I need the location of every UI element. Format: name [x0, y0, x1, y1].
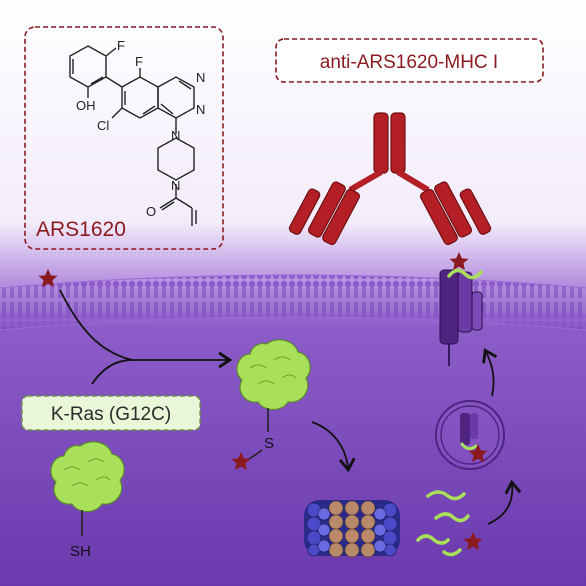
atom-oh: OH — [76, 98, 96, 113]
atom-n3: N — [171, 128, 180, 143]
mhc-class-i-complex — [439, 268, 483, 366]
membrane-inner-edge — [0, 316, 586, 331]
atom-n4: N — [171, 178, 180, 193]
thioether-label: S — [264, 435, 274, 452]
antibody-label: anti-ARS1620-MHC I — [320, 52, 498, 73]
kras-modified-protein — [236, 339, 311, 461]
antibody — [288, 112, 492, 246]
atom-o: O — [146, 204, 156, 219]
protein-label: K-Ras (G12C) — [51, 404, 171, 425]
er-vesicle — [435, 400, 505, 470]
protein-label-box — [21, 395, 201, 431]
antibody-label-box — [275, 38, 544, 83]
atom-n1: N — [196, 70, 205, 85]
proteasome — [304, 500, 400, 558]
atom-f1: F — [117, 38, 125, 53]
ars1620-chemical-structure — [69, 45, 197, 226]
protein-merge-line — [91, 359, 133, 385]
trafficking-arrow — [482, 348, 498, 397]
atom-cl: Cl — [97, 118, 109, 133]
membrane-outer-edge — [0, 274, 586, 289]
drug-structure-box — [24, 26, 224, 250]
peptide-fragments — [416, 490, 470, 557]
thiol-label: SH — [70, 543, 91, 560]
atom-f2: F — [135, 54, 143, 69]
degradation-arrow — [311, 421, 356, 473]
atom-n2: N — [196, 102, 205, 117]
loading-arrow — [487, 479, 522, 525]
kras-free-protein — [50, 441, 125, 536]
drug-label: ARS1620 — [36, 218, 126, 241]
drug-entry-arrow — [59, 289, 133, 361]
